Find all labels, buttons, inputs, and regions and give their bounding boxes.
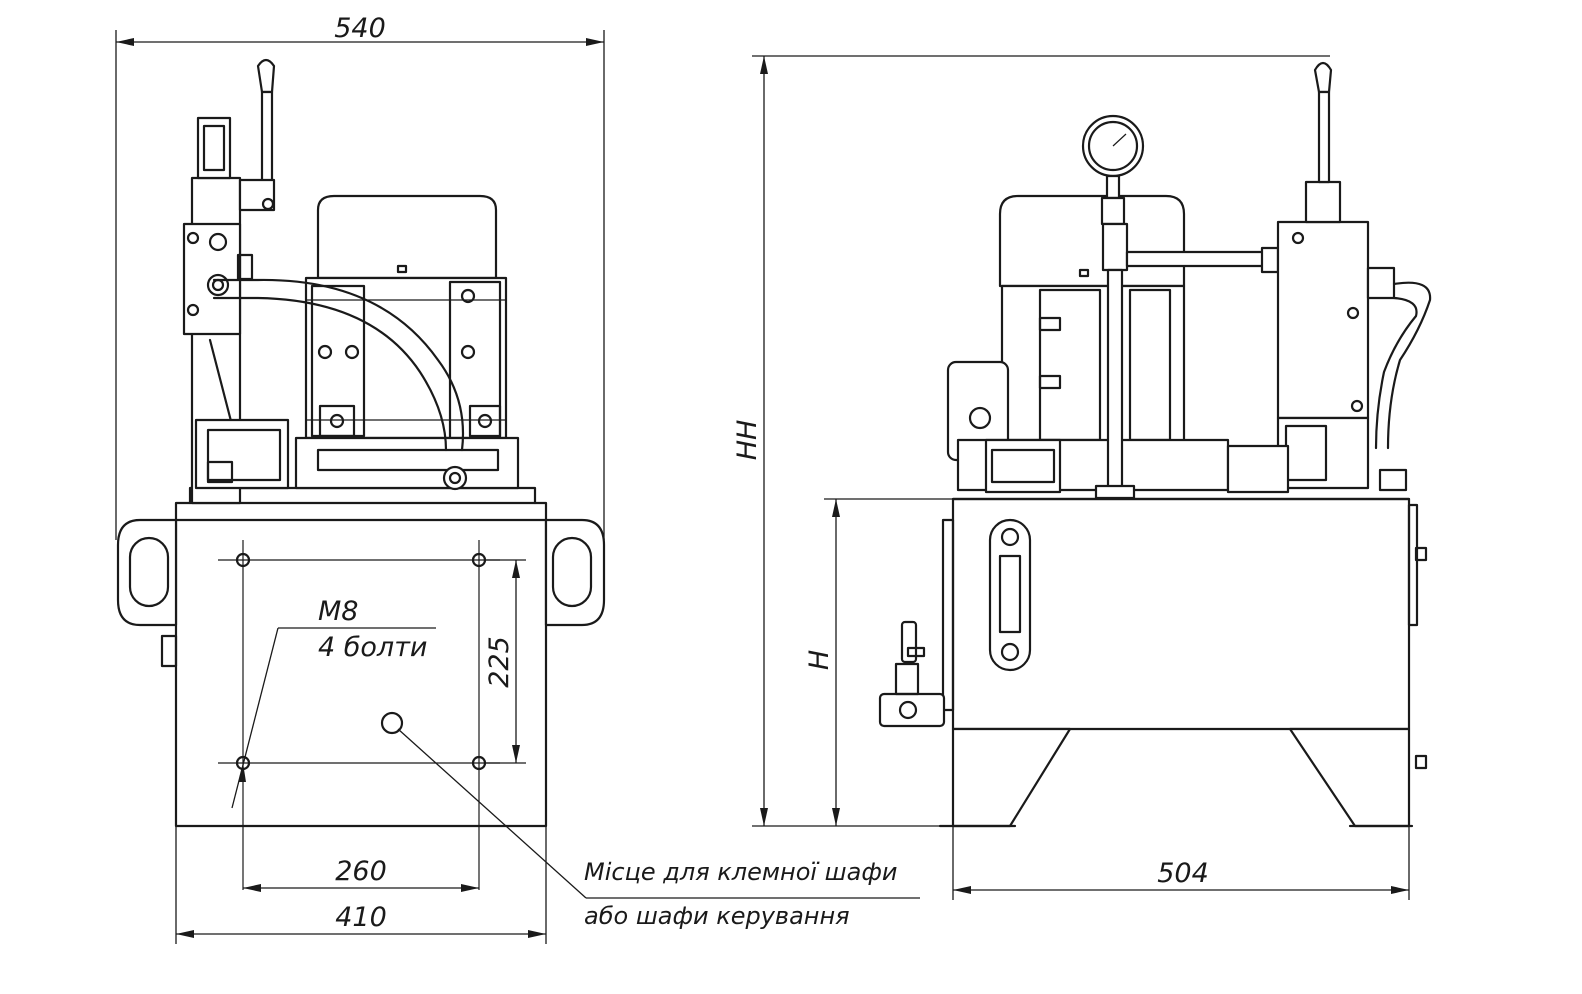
lifting-lug-right xyxy=(544,518,606,627)
side-leg-right xyxy=(1288,727,1411,828)
terminal-box-note-line1: Місце для клемної шафи xyxy=(584,858,897,886)
valve-block xyxy=(182,116,254,505)
dim-225-label: 225 xyxy=(484,636,515,688)
drain-valve-icon xyxy=(878,620,946,728)
side-view xyxy=(878,61,1432,828)
side-control-lever-icon xyxy=(1313,61,1333,184)
pressure-gauge-icon xyxy=(1081,114,1145,500)
dim-260-label: 260 xyxy=(335,856,387,887)
dim-410-label: 410 xyxy=(335,902,387,933)
dimension-lines xyxy=(115,30,1410,944)
bolt-count-label: 4 болти xyxy=(318,632,427,663)
oil-level-gauge-icon xyxy=(988,518,1032,672)
terminal-box-mark xyxy=(380,711,404,735)
front-motor xyxy=(304,194,508,440)
front-hose xyxy=(212,278,468,491)
bolt-hole xyxy=(235,552,251,568)
front-view xyxy=(116,58,606,890)
lifting-lug-left xyxy=(116,518,178,627)
dim-HH-label: HH xyxy=(732,420,763,461)
dim-540-label: 540 xyxy=(334,13,386,44)
terminal-box-note-line2: або шафи керування xyxy=(584,902,850,930)
side-leg-left xyxy=(951,727,1072,828)
dim-504-label: 504 xyxy=(1157,858,1209,889)
dim-H-label: H xyxy=(804,650,835,670)
side-valve-block xyxy=(1276,180,1396,490)
bolt-thread-label: M8 xyxy=(318,596,358,627)
side-motor xyxy=(998,194,1186,444)
control-lever-icon xyxy=(238,58,276,212)
dimension-labels: 540 410 260 225 504 HH H M8 4 болти Місц… xyxy=(318,13,1209,933)
